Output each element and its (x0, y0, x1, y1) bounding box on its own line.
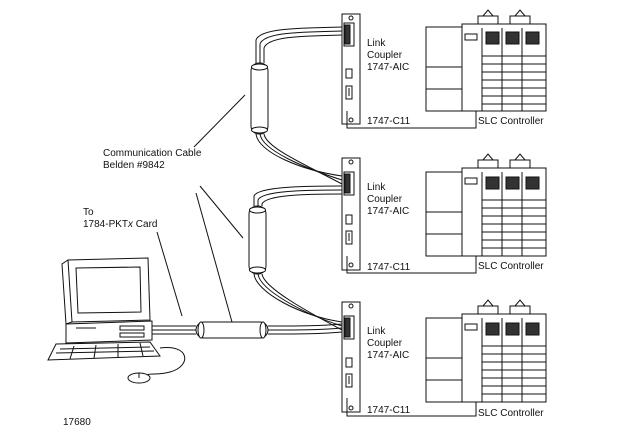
link-coupler-1 (341, 13, 361, 125)
coupler-model: 1747-AIC (367, 350, 410, 361)
c11-cable-3 (346, 398, 477, 417)
coupler-label-line1: Link (367, 38, 386, 49)
coupler-label-line2: Coupler (367, 338, 403, 349)
computer-icon (47, 257, 186, 384)
controller-label-1: SLC Controller (478, 116, 544, 127)
pkt-callout-line (156, 231, 183, 317)
coupler-model: 1747-AIC (367, 62, 410, 73)
pkt-card-suffix: Card (133, 219, 158, 230)
slc-controller-3 (425, 299, 547, 403)
pkt-card-label-line2: 1784-PKTx Card (83, 219, 157, 231)
c11-cable-2 (346, 256, 477, 274)
coupler-label-line1: Link (367, 182, 386, 193)
coupler-label-line1: Link (367, 326, 386, 337)
link-coupler-2 (341, 157, 361, 271)
cable-callout-line-1 (193, 94, 246, 148)
cable-label-line2: Belden #9842 (103, 160, 165, 171)
figure-number: 17680 (63, 417, 91, 428)
trunk-cable-top (255, 26, 343, 185)
cable-callout-line-2 (199, 185, 244, 239)
controller-label-3: SLC Controller (478, 408, 544, 419)
c11-label-2: 1747-C11 (367, 262, 411, 273)
pkt-card-label-line1: To (83, 207, 94, 218)
pkt-card-variant: x (128, 219, 134, 230)
c11-label-1: 1747-C11 (367, 116, 411, 127)
cable-jacket-2 (248, 205, 267, 275)
trunk-cable-middle (253, 185, 343, 331)
coupler-label-3: Link Coupler 1747-AIC (367, 326, 409, 362)
controller-label-2: SLC Controller (478, 261, 544, 272)
pkt-card-label: To 1784-PKTx Card (83, 207, 157, 231)
coupler-label-2: Link Coupler 1747-AIC (367, 182, 409, 218)
coupler-model: 1747-AIC (367, 206, 410, 217)
link-coupler-3 (341, 301, 361, 413)
coupler-label-line2: Coupler (367, 194, 403, 205)
cable-callout-line-3 (195, 192, 233, 323)
slc-controller-1 (425, 9, 547, 112)
cable-jacket-1 (250, 62, 269, 135)
c11-label-3: 1747-C11 (367, 405, 411, 416)
cable-jacket-3 (195, 321, 269, 339)
cable-label: Communication Cable Belden #9842 (103, 148, 201, 172)
coupler-label-line2: Coupler (367, 50, 403, 61)
slc-controller-2 (425, 153, 547, 257)
cable-label-line1: Communication Cable (103, 148, 202, 159)
coupler-label-1: Link Coupler 1747-AIC (367, 38, 409, 74)
c11-cable-1 (346, 111, 477, 129)
pkt-card-prefix: 1784-PKT (83, 219, 129, 230)
trunk-cable-bottom (150, 323, 343, 335)
